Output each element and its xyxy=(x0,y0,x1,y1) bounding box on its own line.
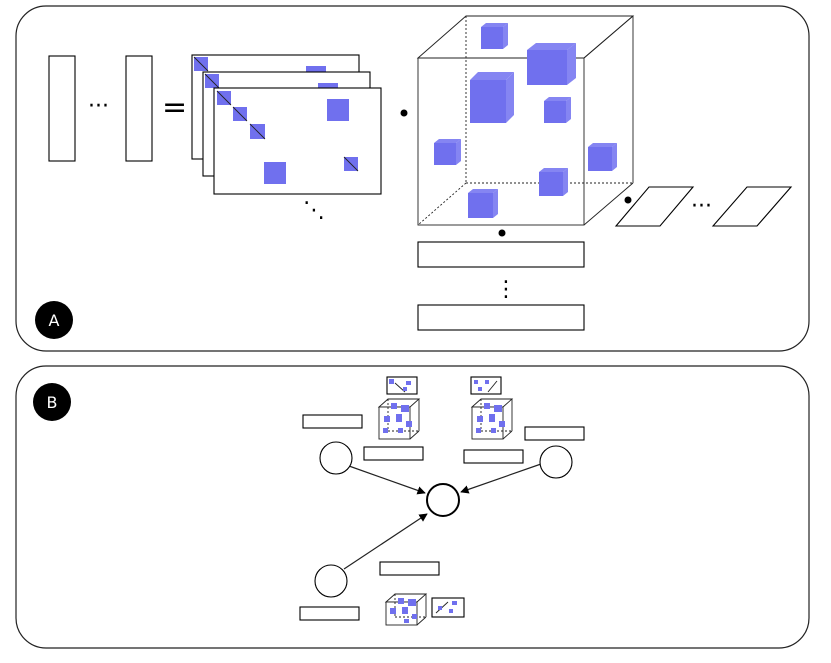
tensor-cube xyxy=(416,15,635,226)
parallelogram-vector-1 xyxy=(614,186,695,227)
edge-left-to-center xyxy=(348,465,426,495)
node-left-vector-a xyxy=(302,414,363,429)
sub-cube-4 xyxy=(544,97,571,123)
node-right xyxy=(539,445,573,479)
node-left-vector-b xyxy=(363,446,424,461)
panel-b-label: B xyxy=(47,393,58,412)
mini-cube-left xyxy=(377,398,421,440)
node-bottom-vector-a xyxy=(379,561,440,576)
panel-b-frame xyxy=(15,365,810,649)
sub-cube-8 xyxy=(468,189,498,218)
edge-right-to-center xyxy=(460,463,542,494)
sub-cube-6 xyxy=(588,143,617,171)
slice3-block-e xyxy=(264,162,286,184)
diag-ellipsis: ⋱ xyxy=(303,198,325,223)
tensor-front-face xyxy=(417,57,585,226)
panel-a-label: A xyxy=(49,311,60,330)
v-ellipsis: ⋮ xyxy=(495,277,517,302)
slice2-block-b xyxy=(318,83,338,90)
node-bottom-vector-b xyxy=(299,606,360,621)
edge-bottom-to-center xyxy=(343,513,428,570)
sub-cube-2 xyxy=(527,43,576,85)
row-vector-1 xyxy=(417,241,585,268)
center-node xyxy=(426,483,460,517)
node-right-vector-b xyxy=(463,449,524,464)
panel-a: ··· = ⋱ xyxy=(15,5,810,352)
row-vector-2 xyxy=(417,304,585,331)
slice3-block-d xyxy=(327,99,349,121)
node-right-vector-a xyxy=(524,426,585,441)
panel-a-label-badge xyxy=(35,301,73,339)
parallelogram-vector-2 xyxy=(711,186,793,227)
mini-cube-bottom xyxy=(384,593,428,626)
matrix-slice-3 xyxy=(213,87,382,195)
node-bottom xyxy=(314,564,348,598)
product-dot-3 xyxy=(498,229,506,237)
product-dot-1 xyxy=(400,109,408,117)
equals-sign: = xyxy=(162,90,187,125)
vector-left-last xyxy=(125,55,153,162)
product-dot-2 xyxy=(624,196,632,204)
sub-cube-7 xyxy=(539,168,568,196)
mini-cube-right xyxy=(470,398,514,440)
sub-cube-3 xyxy=(470,72,514,123)
mini-matrix-left xyxy=(386,376,418,395)
mini-matrix-right xyxy=(470,376,502,395)
slice1-block-b xyxy=(306,66,326,74)
mini-matrix-bottom xyxy=(431,597,465,618)
panel-b: B xyxy=(15,365,810,649)
matrix-stack xyxy=(191,54,382,195)
panel-b-label-badge xyxy=(33,383,71,421)
sub-cube-1 xyxy=(481,23,508,49)
vector-left-first xyxy=(48,55,76,162)
node-left xyxy=(319,441,353,475)
h-ellipsis-right: ··· xyxy=(691,194,712,219)
sub-cube-5 xyxy=(434,139,461,165)
h-ellipsis-left: ··· xyxy=(88,94,109,119)
